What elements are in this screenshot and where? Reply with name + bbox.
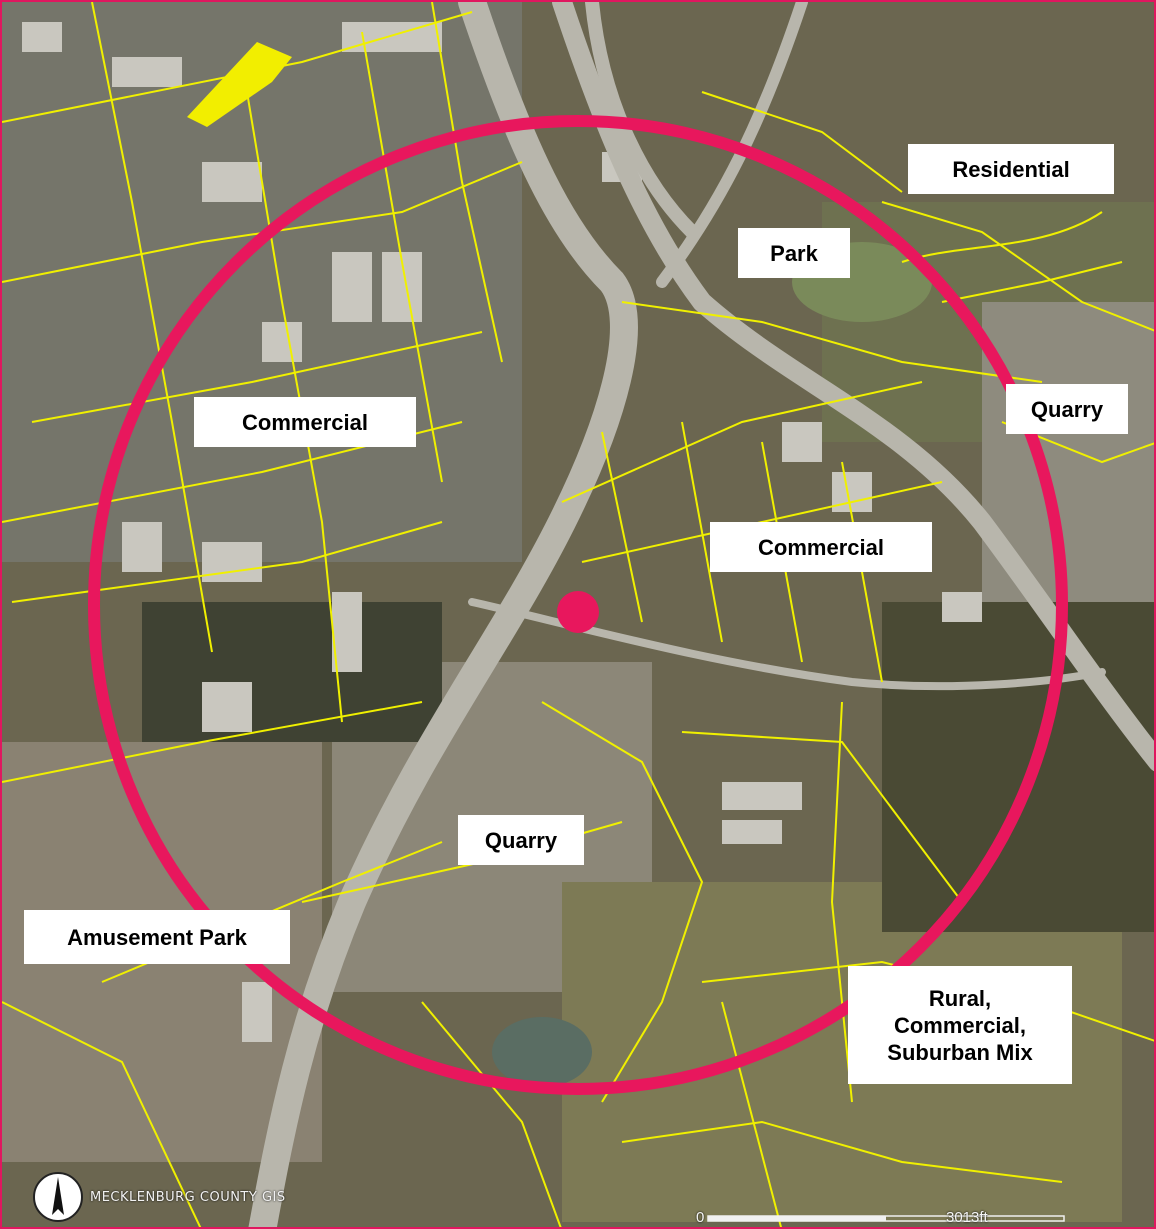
label-commercial-east: Commercial xyxy=(710,522,932,572)
label-amusement-park: Amusement Park xyxy=(24,910,290,964)
label-residential: Residential xyxy=(908,144,1114,194)
label-park: Park xyxy=(738,228,850,278)
scale-start-label: 0 xyxy=(696,1209,705,1226)
label-commercial-west: Commercial xyxy=(194,397,416,447)
radius-ring xyxy=(88,115,1068,1095)
scale-bar xyxy=(707,1215,1065,1222)
scale-end-label: 3013ft xyxy=(946,1209,988,1226)
north-arrow-icon xyxy=(33,1172,83,1222)
credit-text: MECKLENBURG COUNTY GIS xyxy=(90,1189,286,1205)
label-quarry-east: Quarry xyxy=(1006,384,1128,434)
site-marker-icon[interactable] xyxy=(557,591,599,633)
map-credit: MECKLENBURG COUNTY GIS xyxy=(32,1168,286,1226)
label-quarry-south: Quarry xyxy=(458,815,584,865)
label-rural-mix: Rural, Commercial, Suburban Mix xyxy=(848,966,1072,1084)
